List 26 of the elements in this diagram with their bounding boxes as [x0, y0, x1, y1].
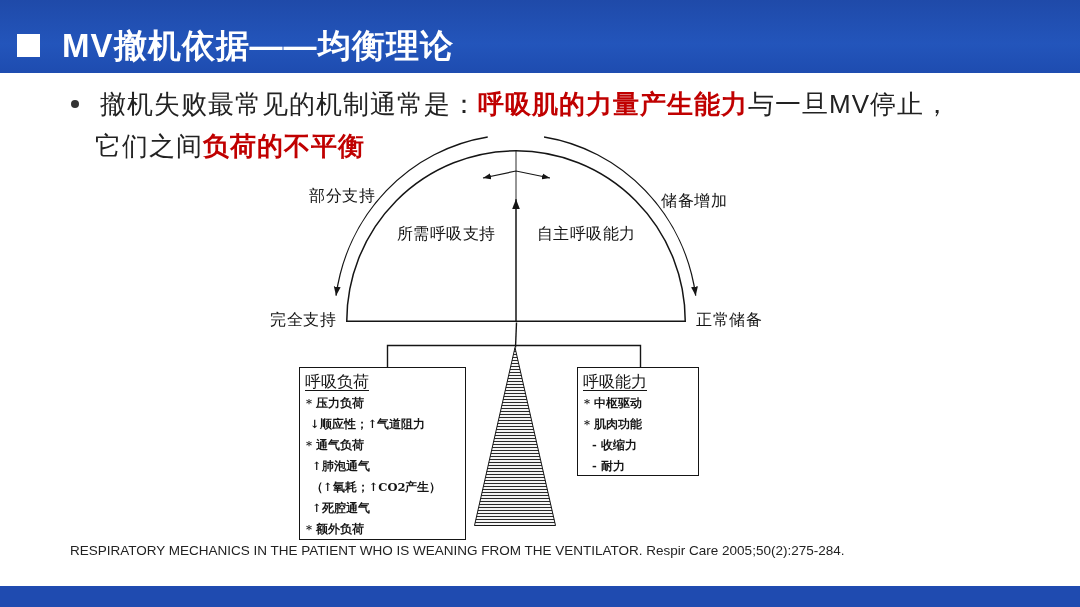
scale-label: 储备增加: [661, 191, 727, 211]
list-item: （↑氧耗；↑CO2产生）: [311, 479, 442, 496]
list-box: [577, 367, 699, 476]
citation: RESPIRATORY MECHANICS IN THE PATIENT WHO IS WEANING FROM THE VENTILATOR. Respir Care 2005;50(2):275-284.: [70, 542, 846, 560]
zone-label: 自主呼吸能力: [536, 224, 636, 244]
bullet-text: 撤机失败最常见的机制通常是：呼吸肌的力量产生能力与一旦MV停止，它们之间负荷的不平衡: [95, 88, 952, 163]
list-item: ↑死腔通气: [312, 500, 370, 517]
list-item: * 中枢驱动: [584, 395, 643, 412]
list-item: ↑肺泡通气: [312, 458, 370, 475]
scale-label: 正常储备: [696, 310, 762, 330]
list-item: - 耐力: [592, 458, 625, 475]
list-item: * 通气负荷: [306, 437, 365, 454]
box-heading: 呼吸负荷: [305, 372, 369, 393]
zone-label: 所需呼吸支持: [396, 224, 496, 244]
list-item: * 压力负荷: [306, 395, 365, 412]
scale-label: 部分支持: [309, 186, 375, 206]
box-heading: 呼吸能力: [583, 372, 647, 393]
list-item: * 额外负荷: [306, 521, 365, 538]
slide-title: MV撤机依据——均衡理论: [62, 26, 454, 66]
list-item: ↓顺应性；↑气道阻力: [310, 416, 426, 433]
list-item: * 肌肉功能: [584, 416, 643, 433]
connector-line: [513, 320, 518, 349]
connector-line: [385, 343, 642, 369]
list-box: [299, 367, 466, 540]
list-item: - 收缩力: [592, 437, 637, 454]
scale-label: 完全支持: [270, 310, 336, 330]
